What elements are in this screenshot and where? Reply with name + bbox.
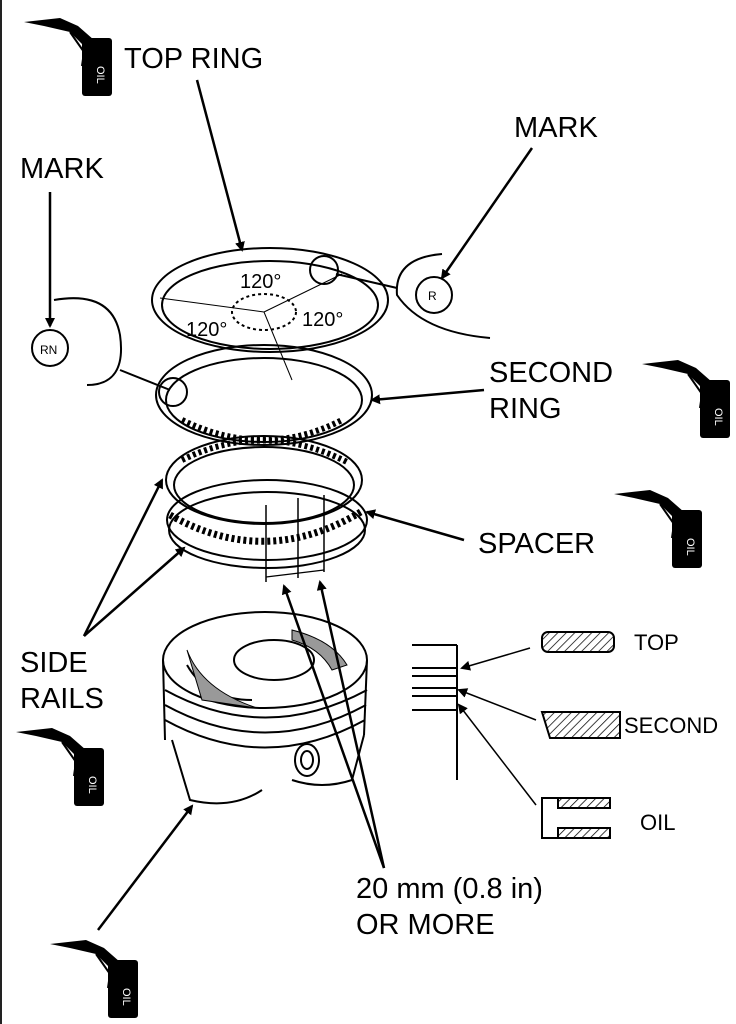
label-gap-1: 20 mm (0.8 in): [356, 873, 543, 905]
mark-left-inset-text: RN: [40, 343, 57, 357]
oil-can-icon: OIL: [613, 489, 703, 569]
mark-inset-right: [309, 253, 491, 339]
mark-right-inset-text: R: [428, 289, 437, 303]
angle-label-top: 120°: [240, 271, 281, 293]
oil-can-icon: OIL: [641, 359, 731, 439]
oil-can-icon: OIL: [23, 17, 113, 97]
label-mark-right: MARK: [514, 112, 598, 144]
leader-lines: [45, 79, 534, 931]
label-second-ring-2: RING: [489, 393, 562, 425]
oil-can-icon: OIL: [15, 727, 105, 807]
angle-label-right: 120°: [302, 309, 343, 331]
label-section-top: TOP: [634, 630, 679, 655]
label-section-oil: OIL: [640, 810, 675, 835]
label-mark-left: MARK: [20, 153, 104, 185]
svg-text:OIL: OIL: [120, 988, 132, 1006]
svg-text:OIL: OIL: [94, 66, 106, 84]
label-spacer: SPACER: [478, 528, 595, 560]
piston: [162, 611, 368, 805]
angle-label-left: 120°: [186, 319, 227, 341]
label-side-rails-2: RAILS: [20, 683, 104, 715]
svg-text:OIL: OIL: [712, 408, 724, 426]
label-section-second: SECOND: [624, 713, 718, 738]
label-gap-2: OR MORE: [356, 909, 495, 941]
ring-groove-section: [412, 631, 621, 839]
label-second-ring-1: SECOND: [489, 357, 613, 389]
svg-text:OIL: OIL: [684, 538, 696, 556]
svg-text:OIL: OIL: [86, 776, 98, 794]
top-ring: [151, 247, 389, 381]
label-top-ring: TOP RING: [124, 43, 263, 75]
label-side-rails-1: SIDE: [20, 647, 88, 679]
oil-can-icon: OIL: [49, 939, 139, 1019]
second-ring: [155, 344, 373, 446]
oil-ring-assembly: [165, 435, 368, 582]
mark-inset-left: [31, 297, 188, 407]
